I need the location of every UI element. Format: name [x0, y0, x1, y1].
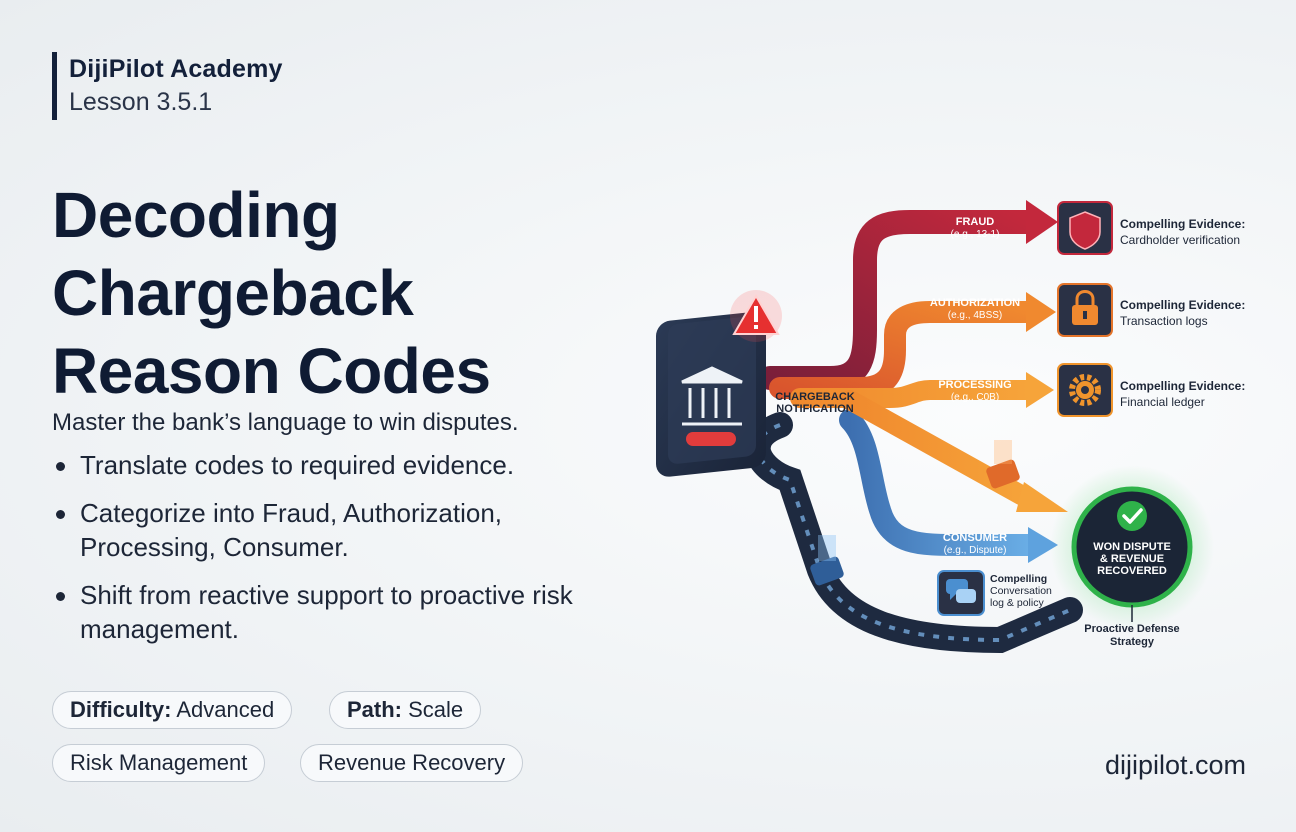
authorization-label: AUTHORIZATION	[930, 297, 1020, 309]
title-line-3: Reason Codes	[52, 335, 491, 407]
topic-tag-revenue: Revenue Recovery	[300, 744, 524, 782]
processing-evidence-text: Financial ledger	[1120, 395, 1205, 409]
fraud-code: (e.g., 13-1)	[951, 229, 1000, 240]
won-dispute-badge	[1071, 486, 1193, 608]
processing-evidence: Compelling Evidence: Financial ledger	[1120, 378, 1245, 410]
outcome-line-1: WON DISPUTE	[1093, 541, 1171, 553]
processing-evidence-title: Compelling Evidence:	[1120, 379, 1246, 393]
fraud-branch	[758, 210, 1042, 390]
processing-arrowhead	[1026, 372, 1054, 408]
direct-win-arrowhead	[1016, 482, 1068, 512]
authorization-evidence-text: Transaction logs	[1120, 314, 1208, 328]
consumer-arrowhead	[1028, 527, 1058, 563]
site-url: dijipilot.com	[1104, 750, 1246, 780]
consumer-evidence-text-part: Conversation	[990, 585, 1052, 597]
title-line-1: Decoding	[52, 179, 340, 251]
brand-block: DijiPilot Academy Lesson 3.5.1	[52, 52, 283, 120]
difficulty-value: Advanced	[176, 697, 275, 722]
check-icon	[1122, 508, 1143, 524]
processing-code: (e.g., C0B)	[951, 392, 999, 403]
processing-label: PROCESSING	[938, 379, 1011, 391]
fraud-evidence: Compelling Evidence: Cardholder verifica…	[1120, 216, 1245, 248]
chat-icon	[937, 570, 985, 616]
brand-name: DijiPilot Academy	[69, 55, 283, 83]
processing-branch	[790, 380, 1040, 408]
bullet-list: Translate codes to required evidence. Ca…	[52, 448, 612, 660]
fraud-arrowhead	[1026, 200, 1058, 244]
bullet-item: Categorize into Fraud, Authorization, Pr…	[52, 496, 612, 564]
chargeback-flow-diagram: CHARGEBACK NOTIFICATION FRAUD (e.g., 13-…	[656, 200, 1214, 654]
consumer-evidence-text-part: log & policy	[990, 597, 1044, 609]
strategy-line-1: Proactive Defense	[1084, 623, 1179, 635]
difficulty-tag: Difficulty: Advanced	[52, 691, 293, 729]
path-label: Path:	[347, 697, 402, 722]
authorization-code: (e.g., 4BSS)	[948, 310, 1002, 321]
path-value: Scale	[408, 697, 464, 722]
consumer-branch	[839, 409, 1041, 556]
consumer-code: (e.g., Dispute)	[944, 545, 1007, 556]
difficulty-label: Difficulty:	[70, 697, 172, 722]
page-title: Decoding Chargeback Reason Codes	[52, 176, 491, 410]
bullet-item: Shift from reactive support to proactive…	[52, 578, 612, 646]
subtitle: Master the bank’s language to win disput…	[52, 409, 519, 436]
source-label-line-1: CHARGEBACK	[775, 391, 855, 403]
alert-icon	[730, 290, 782, 342]
strategy-line-2: Strategy	[1110, 636, 1155, 648]
lock-icon	[1057, 283, 1113, 337]
path-tag: Path: Scale	[329, 691, 482, 729]
outcome-line-3: RECOVERED	[1097, 565, 1167, 577]
bank-terminal	[656, 311, 766, 477]
fraud-evidence-text: Cardholder verification	[1120, 233, 1241, 247]
lesson-number: Lesson 3.5.1	[69, 88, 213, 116]
topic-tag-risk: Risk Management	[52, 744, 266, 782]
bank-status-bar	[686, 432, 736, 446]
consumer-label: CONSUMER	[943, 532, 1007, 544]
authorization-branch	[769, 301, 1041, 399]
authorization-evidence-title: Compelling Evidence:	[1120, 298, 1246, 312]
fraud-label: FRAUD	[956, 216, 995, 228]
authorization-evidence: Compelling Evidence: Transaction logs	[1120, 297, 1245, 329]
outcome-line-2: & REVENUE	[1100, 553, 1164, 565]
processing-chip	[986, 440, 1020, 489]
source-label-line-2: NOTIFICATION	[776, 403, 853, 415]
bank-icon	[681, 366, 743, 426]
bullet-item: Translate codes to required evidence.	[52, 448, 612, 482]
consumer-evidence-title: Compelling	[990, 573, 1047, 585]
gear-icon	[1057, 363, 1113, 417]
shield-icon	[1057, 201, 1113, 255]
fraud-evidence-title: Compelling Evidence:	[1120, 217, 1246, 231]
title-line-2: Chargeback	[52, 257, 414, 329]
consumer-chip	[810, 535, 844, 586]
authorization-arrowhead	[1026, 292, 1056, 332]
